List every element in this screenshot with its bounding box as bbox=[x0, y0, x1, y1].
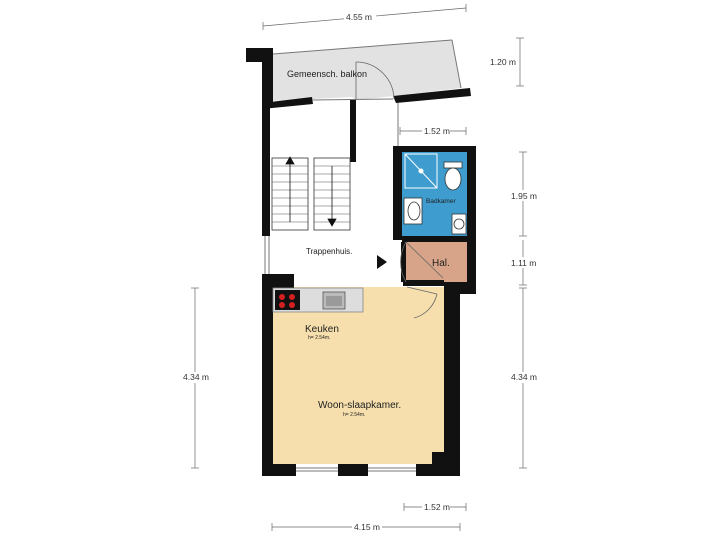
label-kitchen-height: h= 2.54m. bbox=[308, 335, 330, 341]
washing-machine bbox=[451, 213, 467, 235]
burner-icons bbox=[279, 294, 295, 308]
sink-basin bbox=[326, 296, 342, 306]
label-living-height: h= 2.54m. bbox=[343, 412, 365, 418]
glazing-lines bbox=[264, 39, 462, 472]
staircase bbox=[271, 157, 351, 231]
balcony-floor bbox=[273, 40, 461, 101]
dim-balcony-depth: 1.20 m bbox=[490, 57, 516, 67]
entrance-arrow-icon bbox=[377, 255, 387, 269]
dim-bath-width-top: 1.52 m bbox=[424, 126, 450, 136]
walls bbox=[246, 48, 476, 476]
dim-hall-height: 1.11 m bbox=[511, 258, 536, 268]
shower bbox=[404, 153, 438, 189]
dim-hall-width-bottom: 1.52 m bbox=[424, 502, 450, 512]
dim-bath-height: 1.95 m bbox=[511, 191, 537, 201]
label-living: Woon-slaapkamer. bbox=[318, 400, 401, 411]
label-kitchen: Keuken bbox=[305, 324, 339, 335]
washbasin bbox=[403, 197, 423, 225]
label-balcony: Gemeensch. balkon bbox=[287, 69, 367, 79]
dim-bottom-width: 4.15 m bbox=[354, 522, 380, 532]
living-floor bbox=[273, 287, 444, 464]
label-stairwell: Trappenhuis. bbox=[306, 247, 352, 256]
label-bathroom: Badkamer bbox=[426, 198, 456, 205]
dim-living-height-right: 4.34 m bbox=[511, 372, 537, 382]
dim-top-width: 4.55 m bbox=[346, 12, 372, 22]
toilet bbox=[443, 161, 463, 191]
cooktop bbox=[275, 290, 300, 310]
door-swings bbox=[355, 61, 444, 319]
dim-living-height-left: 4.34 m bbox=[183, 372, 209, 382]
hall-floor bbox=[406, 241, 467, 283]
stair-arrows bbox=[285, 156, 337, 227]
label-hall: Hal. bbox=[432, 258, 450, 269]
